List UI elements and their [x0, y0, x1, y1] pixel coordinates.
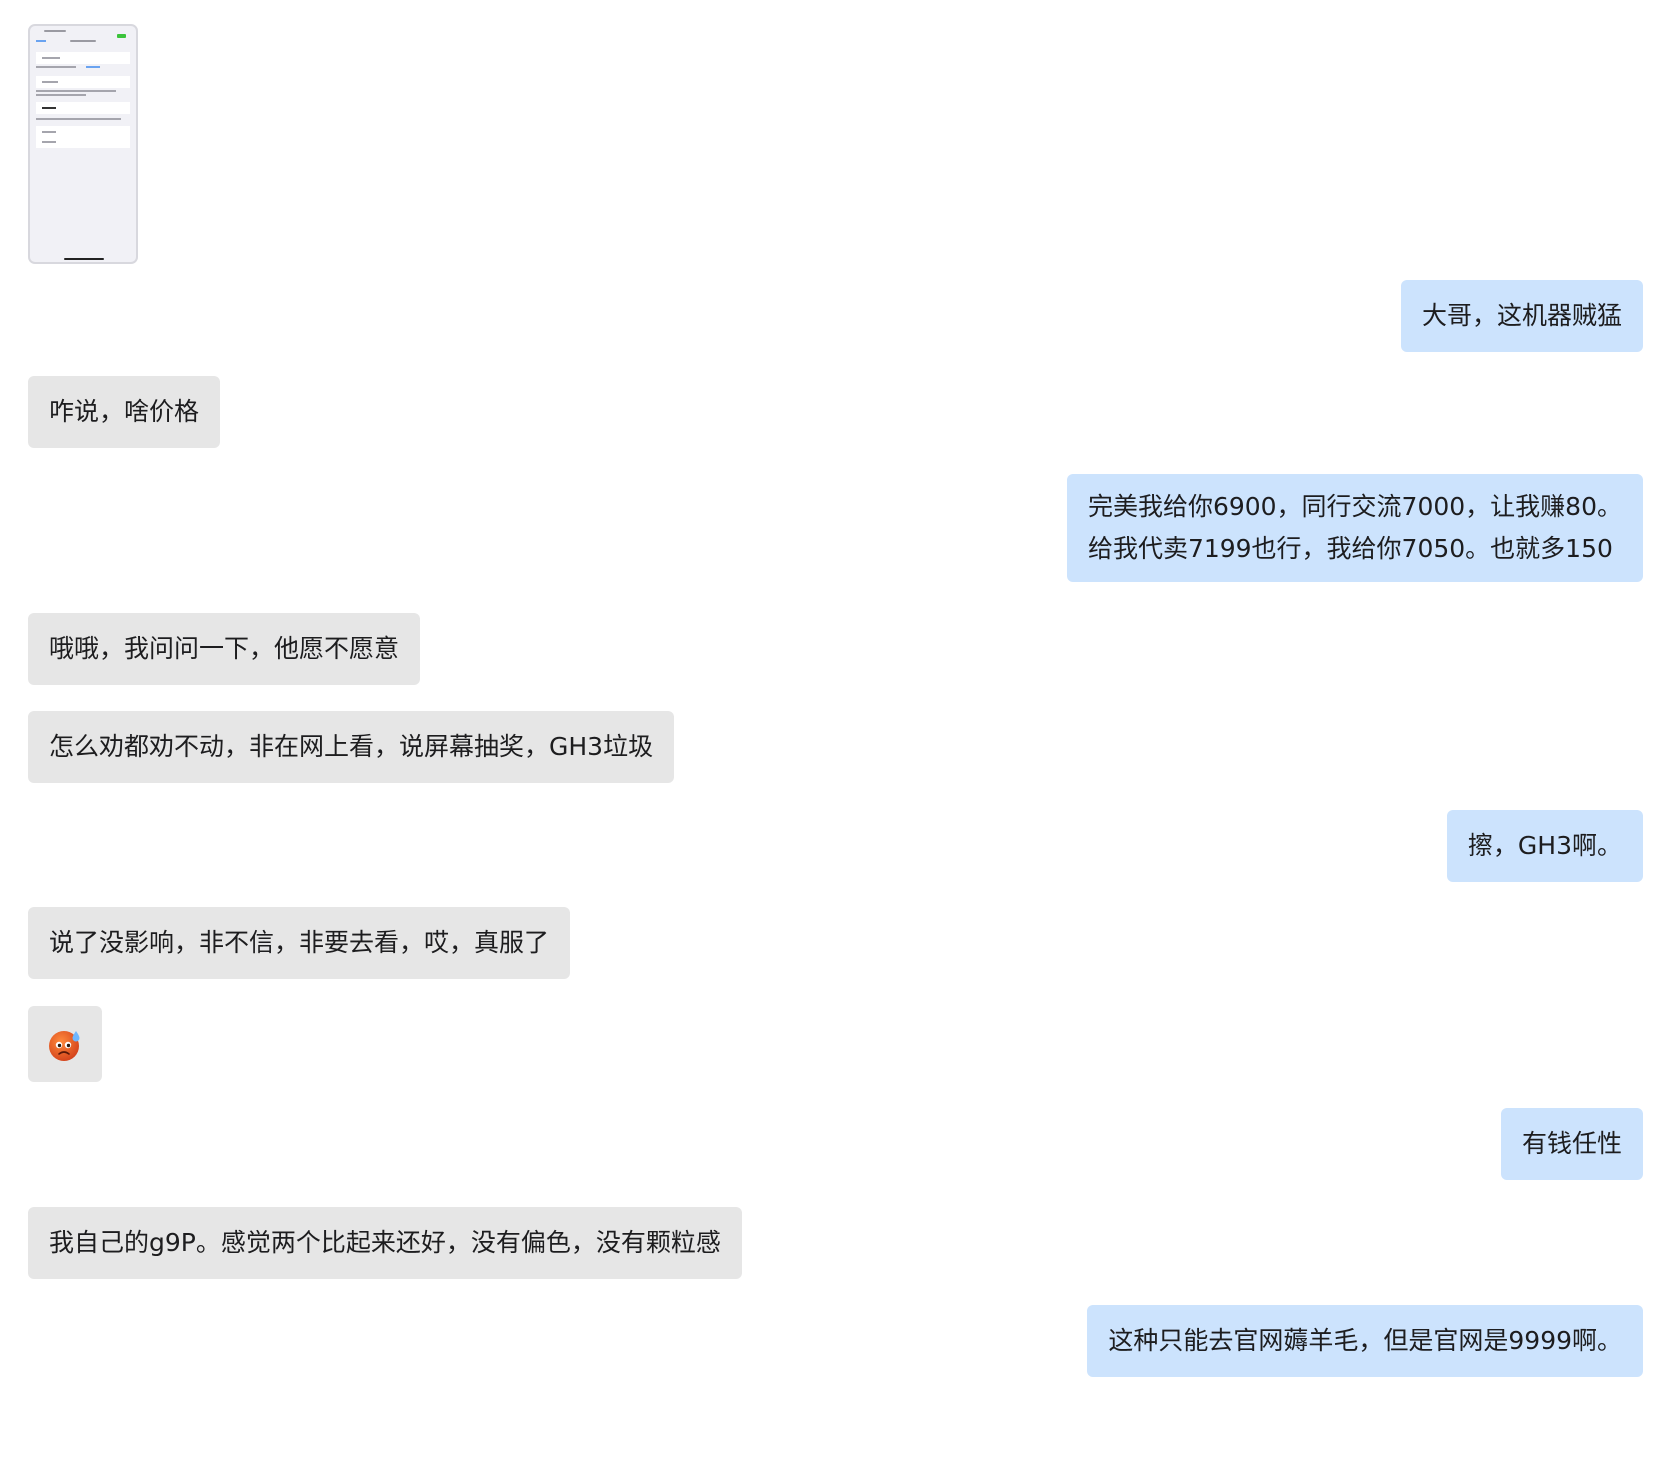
message-outgoing: 有钱任性 — [1500, 1108, 1643, 1180]
message-text: 这种只能去官网薅羊毛，但是官网是9999啊。 — [1108, 1326, 1622, 1355]
thumb-card — [36, 76, 130, 88]
battery-icon — [117, 34, 126, 38]
message-incoming-emoji — [28, 1006, 102, 1082]
thumb-card — [36, 52, 130, 64]
status-bar-time — [44, 30, 66, 32]
sweat-frown-emoji-icon — [49, 1031, 80, 1061]
message-text: 我自己的g9P。感觉两个比起来还好，没有偏色，没有颗粒感 — [49, 1228, 721, 1257]
message-text-line: 完美我给你6900，同行交流7000，让我赚80。 — [1087, 492, 1622, 521]
message-text: 有钱任性 — [1521, 1129, 1622, 1158]
message-outgoing: 擦，GH3啊。 — [1446, 810, 1643, 882]
message-outgoing: 完美我给你6900，同行交流7000，让我赚80。 给我代卖7199也行，我给你… — [1066, 474, 1643, 582]
thumb-card — [36, 126, 130, 148]
message-text: 说了没影响，非不信，非要去看，哎，真服了 — [49, 928, 550, 957]
message-text: 怎么劝都劝不动，非在网上看，说屏幕抽奖，GH3垃圾 — [49, 732, 654, 761]
image-attachment-thumbnail[interactable] — [28, 24, 138, 264]
message-outgoing: 大哥，这机器贼猛 — [1400, 280, 1643, 352]
message-incoming: 说了没影响，非不信，非要去看，哎，真服了 — [28, 907, 571, 979]
back-icon — [36, 40, 46, 42]
message-incoming: 怎么劝都劝不动，非在网上看，说屏幕抽奖，GH3垃圾 — [28, 711, 675, 783]
message-incoming: 哦哦，我问问一下，他愿不愿意 — [28, 613, 421, 685]
message-text: 大哥，这机器贼猛 — [1421, 301, 1622, 330]
message-incoming: 咋说，啥价格 — [28, 376, 221, 448]
message-text-line: 给我代卖7199也行，我给你7050。也就多150 — [1087, 534, 1613, 563]
message-text: 哦哦，我问问一下，他愿不愿意 — [49, 634, 400, 663]
message-text: 擦，GH3啊。 — [1467, 831, 1622, 860]
thumb-card — [36, 102, 130, 114]
thumb-title — [70, 40, 96, 42]
message-incoming: 我自己的g9P。感觉两个比起来还好，没有偏色，没有颗粒感 — [28, 1207, 742, 1279]
home-indicator — [64, 258, 104, 260]
message-text: 咋说，啥价格 — [49, 397, 200, 426]
message-outgoing: 这种只能去官网薅羊毛，但是官网是9999啊。 — [1087, 1305, 1643, 1377]
